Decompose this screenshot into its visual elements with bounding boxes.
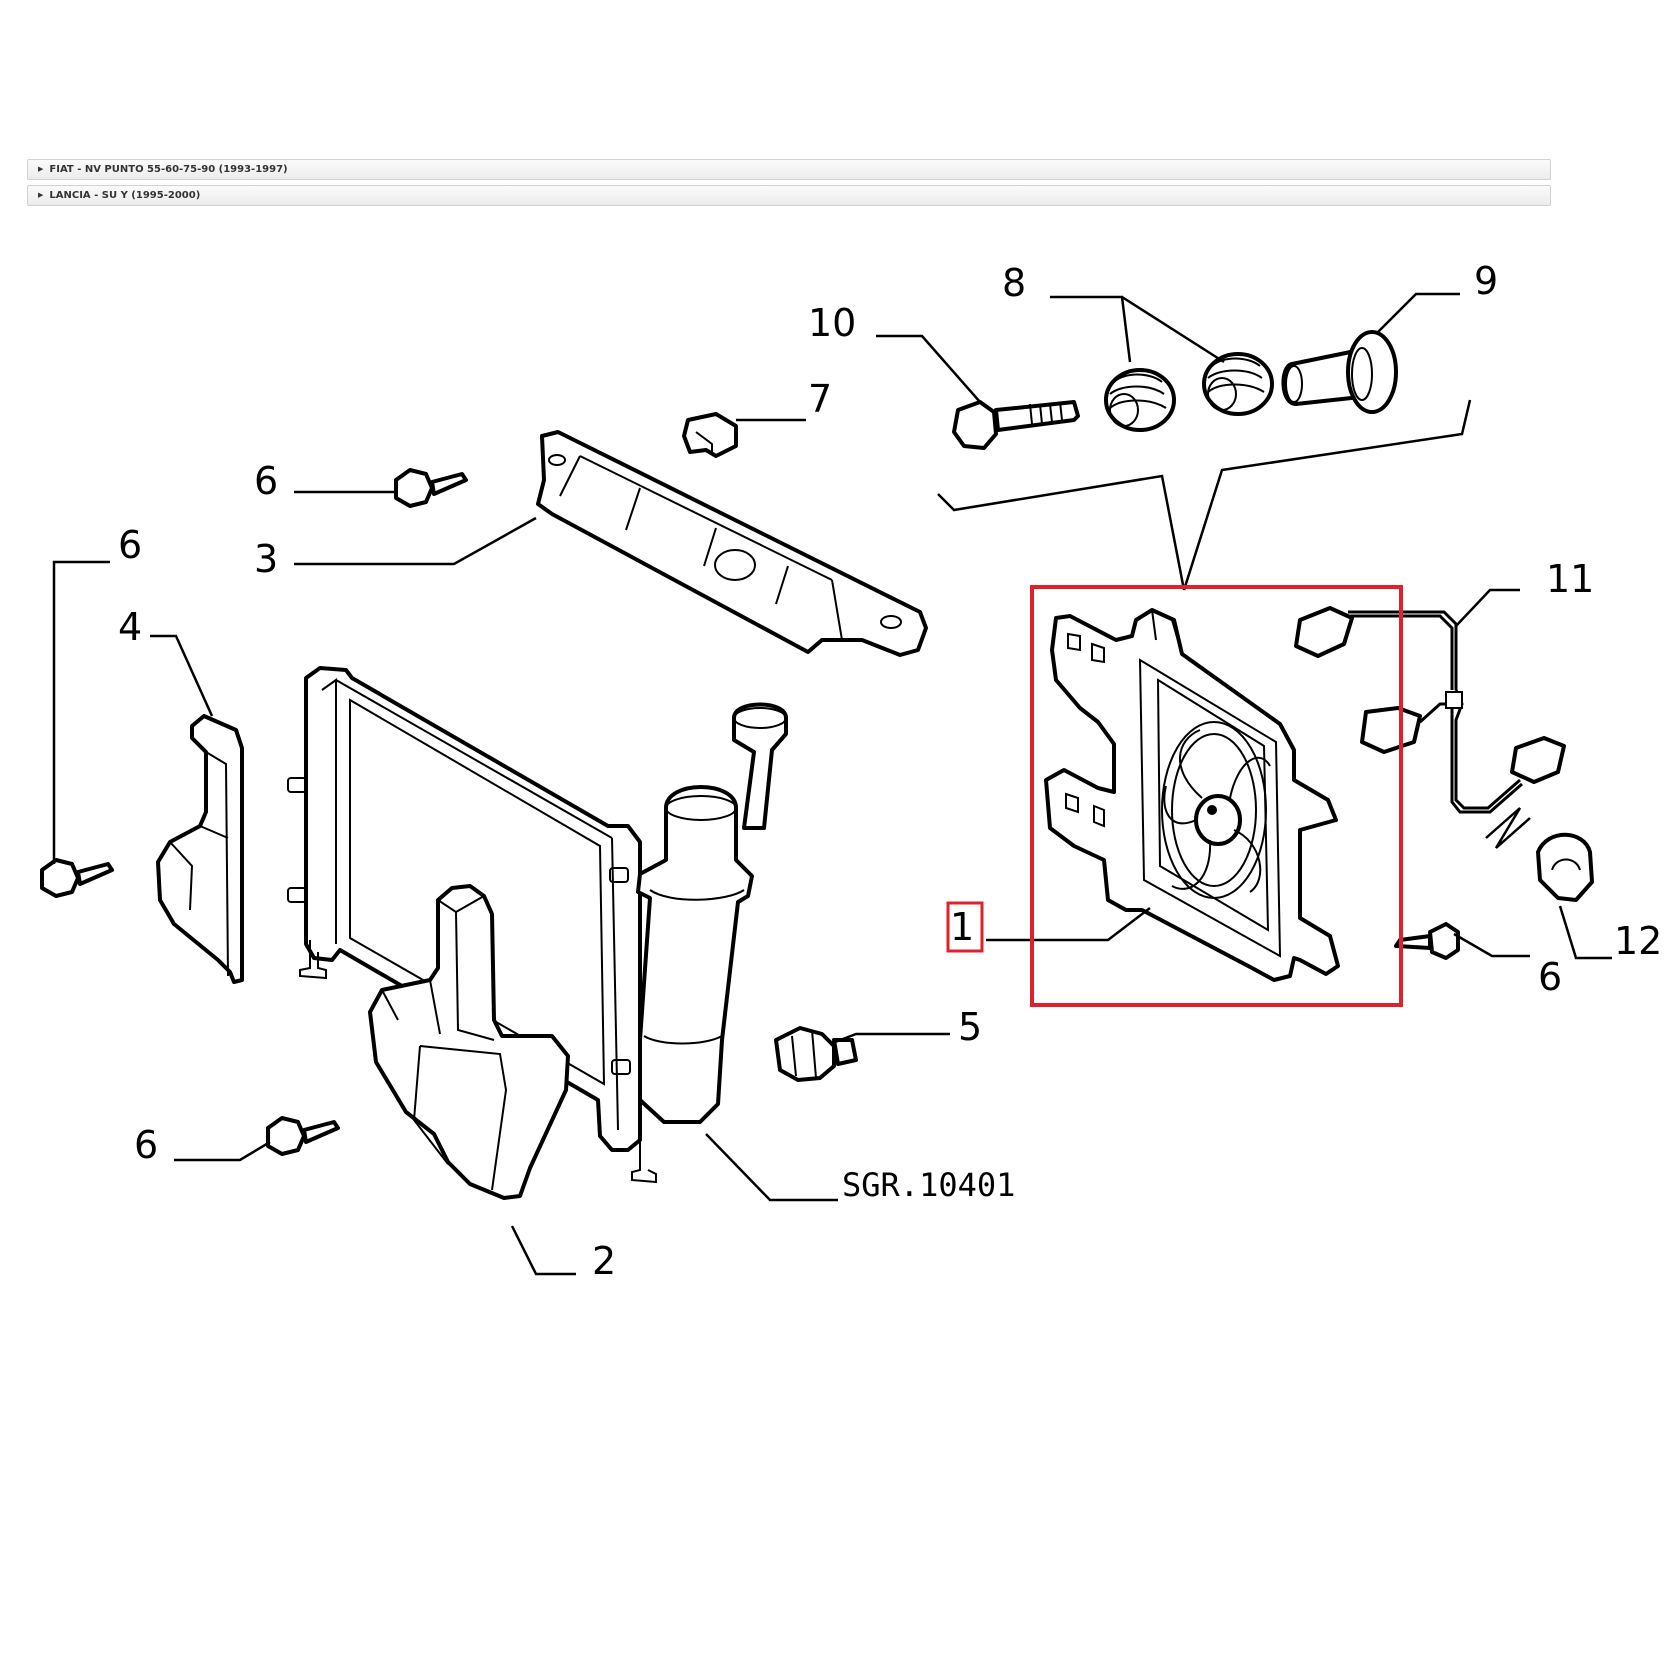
bolt-part[interactable] [952, 400, 1080, 450]
callout-4[interactable]: 4 [118, 605, 142, 649]
callout-5[interactable]: 5 [958, 1005, 982, 1049]
triangle-right-icon: ▶ [38, 165, 44, 173]
callout-6[interactable]: 6 [118, 523, 142, 567]
vehicle-bar-fiat[interactable]: ▶ FIAT - NV PUNTO 55-60-75-90 (1993-1997) [27, 159, 1551, 180]
wiring-harness-part[interactable] [1294, 606, 1566, 814]
leader-lines [52, 292, 1612, 1276]
callout-3[interactable]: 3 [254, 537, 278, 581]
screw-part[interactable] [266, 1116, 340, 1156]
fitting-nut-part[interactable] [774, 1026, 858, 1082]
spacer-sleeve-part[interactable] [1281, 330, 1398, 414]
cable-clip-part[interactable] [1536, 832, 1594, 902]
vehicle-bar-label: LANCIA - SU Y (1995-2000) [49, 190, 201, 201]
vehicle-bar-label: FIAT - NV PUNTO 55-60-75-90 (1993-1997) [49, 164, 288, 175]
callout-2[interactable]: 2 [592, 1239, 616, 1283]
break-mark [1485, 807, 1531, 849]
upper-bracket-part[interactable] [536, 430, 928, 657]
callout-9[interactable]: 9 [1474, 259, 1498, 303]
selected-part-highlight [1030, 585, 1403, 1007]
screw-part[interactable] [40, 858, 114, 898]
callout-11[interactable]: 11 [1546, 557, 1594, 601]
callout-6[interactable]: 6 [254, 459, 278, 503]
rubber-bushing-part[interactable] [1104, 368, 1176, 432]
clip-nut-part[interactable] [682, 412, 738, 458]
callout-6[interactable]: 6 [134, 1123, 158, 1167]
selected-callout-highlight [946, 901, 984, 953]
screw-part[interactable] [394, 468, 468, 508]
air-duct-part[interactable] [368, 884, 570, 1200]
callout-10[interactable]: 10 [808, 301, 856, 345]
fan-assembly-part[interactable] [1044, 608, 1340, 982]
vehicle-bar-lancia[interactable]: ▶ LANCIA - SU Y (1995-2000) [27, 185, 1551, 206]
expansion-tank [636, 702, 788, 1124]
callout-8[interactable]: 8 [1002, 261, 1026, 305]
callout-12[interactable]: 12 [1614, 919, 1662, 963]
callout-1[interactable]: 1 [950, 905, 974, 949]
screw-part[interactable] [1394, 922, 1460, 960]
callout-7[interactable]: 7 [808, 377, 832, 421]
callout-6[interactable]: 6 [1538, 955, 1562, 999]
rubber-bushing-part[interactable] [1202, 352, 1274, 416]
reference-code: SGR.10401 [842, 1166, 1015, 1204]
left-shroud-part[interactable] [156, 714, 244, 984]
triangle-right-icon: ▶ [38, 191, 44, 199]
